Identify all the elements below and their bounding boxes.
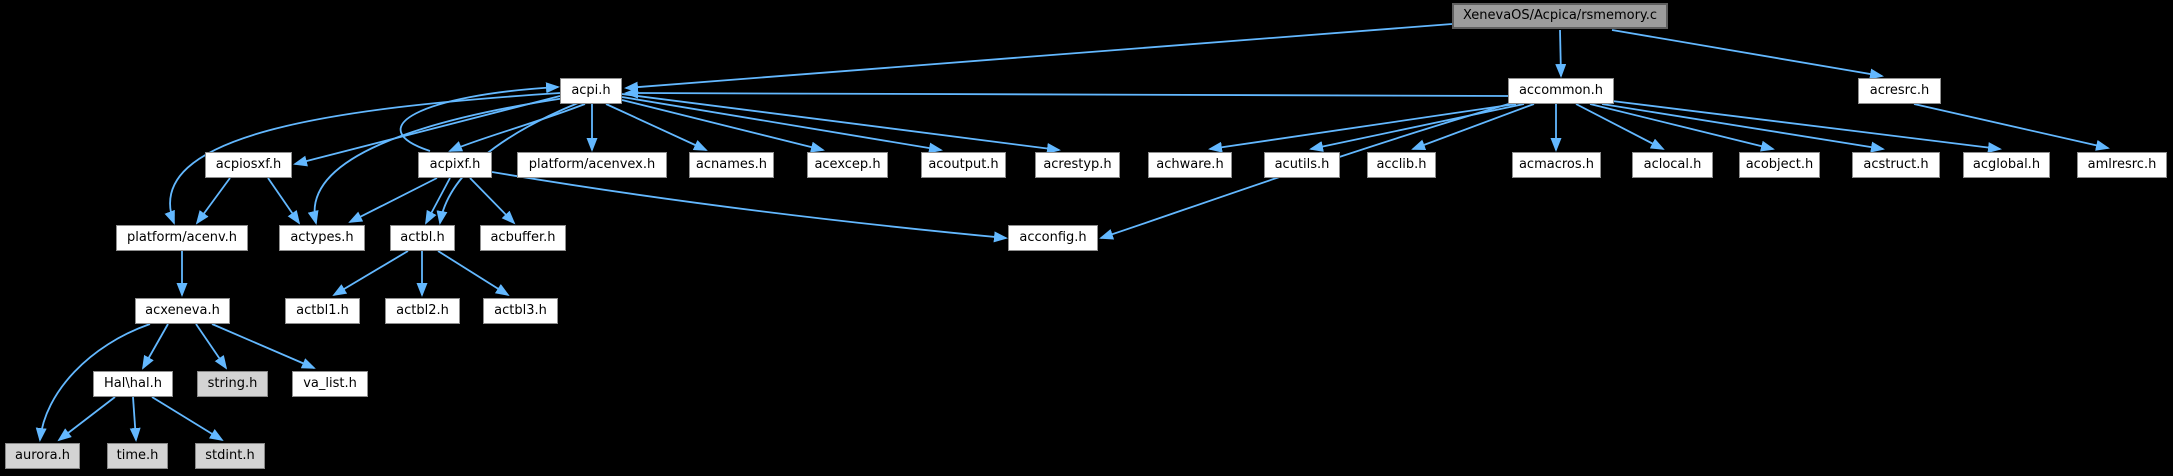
edge-acpi-to-acoutput: [621, 96, 943, 154]
edge-root-to-acresrc: [1611, 29, 1884, 80]
edge-accommon-to-acglobal: [1611, 100, 2002, 153]
node-aurora: aurora.h: [5, 443, 80, 469]
edge-acpi-to-acpixf: [448, 103, 586, 152]
edge-accommon-to-aclocal: [1575, 103, 1665, 150]
node-aclocal[interactable]: aclocal.h: [1632, 152, 1713, 178]
edge-acxeneva-to-halhal: [142, 323, 169, 370]
node-halhal[interactable]: Hal\hal.h: [93, 371, 173, 397]
node-actypes[interactable]: actypes.h: [279, 225, 365, 251]
node-acclib[interactable]: acclib.h: [1367, 152, 1436, 178]
node-stringh: string.h: [197, 371, 268, 397]
edge-accommon-to-acpi: [624, 87, 1509, 99]
edge-acpi-to-acnames: [605, 103, 708, 151]
node-actbl3[interactable]: actbl3.h: [483, 298, 558, 324]
edge-accommon-to-acclib: [1411, 103, 1535, 150]
node-acenv[interactable]: platform/acenv.h: [116, 225, 248, 251]
node-acbuffer[interactable]: acbuffer.h: [480, 225, 566, 251]
edge-acpiosxf-to-actypes: [267, 177, 301, 225]
edge-acpi-to-acrestyp: [621, 93, 1061, 154]
edge-halhal-to-stdinth: [151, 396, 224, 442]
node-timeh: time.h: [107, 443, 168, 469]
edge-accommon-to-acobject: [1589, 103, 1775, 152]
node-acresrc[interactable]: acresrc.h: [1858, 78, 1941, 104]
node-actbl[interactable]: actbl.h: [390, 225, 455, 251]
edge-accommon-to-achware: [1208, 103, 1517, 153]
node-acoutput[interactable]: acoutput.h: [921, 152, 1006, 178]
node-acpiosxf[interactable]: acpiosxf.h: [205, 152, 292, 178]
edge-acpixf-to-acconfig: [491, 171, 1008, 243]
edge-halhal-to-aurora: [57, 396, 116, 442]
node-actbl1[interactable]: actbl1.h: [285, 298, 360, 324]
edge-acpi-to-acexcep: [621, 99, 825, 153]
edge-acpiosxf-to-acenv: [195, 177, 231, 225]
edge-acpi-to-actypes: [307, 97, 566, 225]
node-accommon[interactable]: accommon.h: [1508, 78, 1614, 104]
edge-actbl-to-actbl3: [437, 250, 510, 297]
node-root: XenevaOS/Acpica/rsmemory.c: [1452, 3, 1668, 29]
node-acobject[interactable]: acobject.h: [1739, 152, 1820, 178]
edge-acpixf-to-acbuffer: [469, 177, 516, 225]
edge-halhal-to-timeh: [129, 396, 141, 442]
node-acstruct[interactable]: acstruct.h: [1852, 152, 1940, 178]
node-acexcep[interactable]: acexcep.h: [807, 152, 888, 178]
edge-root-to-accommon: [1555, 29, 1567, 78]
node-acpixf[interactable]: acpixf.h: [418, 152, 492, 178]
node-stdinth: stdint.h: [195, 443, 265, 469]
node-acxeneva[interactable]: acxeneva.h: [135, 298, 230, 324]
edge-actbl-to-actbl1: [332, 250, 409, 297]
edge-acresrc-to-amlresrc: [1913, 103, 2110, 151]
edge-accommon-to-acstruct: [1601, 103, 1885, 153]
node-acenvex[interactable]: platform/acenvex.h: [517, 152, 667, 178]
node-actbl2[interactable]: actbl2.h: [385, 298, 460, 324]
node-acglobal[interactable]: acglobal.h: [1963, 152, 2050, 178]
node-acconfig[interactable]: acconfig.h: [1008, 225, 1098, 251]
edge-root-to-acpi: [624, 23, 1453, 93]
edge-acpi-to-acpiosxf: [293, 95, 561, 167]
node-acmacros[interactable]: acmacros.h: [1512, 152, 1601, 178]
edge-accommon-to-acutils: [1309, 103, 1525, 152]
node-acpi[interactable]: acpi.h: [560, 78, 622, 104]
edge-acxeneva-to-stringh: [195, 323, 228, 370]
edge-accommon-to-acconfig: [1099, 102, 1513, 240]
edge-acxeneva-to-aurora: [35, 323, 151, 442]
node-valist[interactable]: va_list.h: [292, 371, 368, 397]
node-acutils[interactable]: acutils.h: [1264, 152, 1340, 178]
edge-acpi-to-acenv: [164, 92, 561, 225]
edge-acpixf-to-actypes: [348, 177, 438, 223]
node-acnames[interactable]: acnames.h: [689, 152, 774, 178]
node-amlresrc[interactable]: amlresrc.h: [2077, 152, 2167, 178]
node-achware[interactable]: achware.h: [1148, 152, 1232, 178]
node-acrestyp[interactable]: acrestyp.h: [1035, 152, 1120, 178]
edge-acpixf-to-acpi: [399, 82, 560, 152]
edge-acpixf-to-actbl: [425, 177, 451, 225]
edge-acxeneva-to-valist: [211, 323, 316, 369]
